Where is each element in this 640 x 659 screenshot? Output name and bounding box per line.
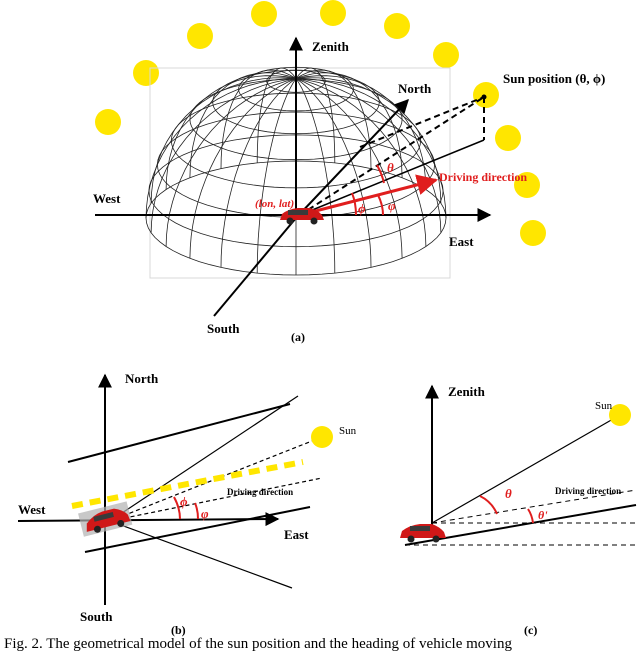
sun-icon [311,426,333,448]
sun-position-label: Sun position (θ, ϕ) [503,71,605,86]
yellow-sun-band [71,459,304,509]
longitude-meridian [295,78,442,233]
east-label: East [449,234,474,249]
longitude-meridian [150,77,297,204]
theta-label: θ [387,160,394,175]
east-label: East [284,527,309,542]
car-icon [78,501,133,537]
sun-icon [133,60,159,86]
driving-direction-dashed [109,477,323,522]
longitude-meridian [295,78,427,247]
south-label: South [207,321,240,336]
sun-icon [473,82,499,108]
sun-icon [187,23,213,49]
road-line [84,506,311,553]
north-axis [295,98,409,219]
driving-direction-arrow [299,174,439,217]
road-line [67,403,291,463]
phi-label: ϕ [358,201,366,216]
longitude-meridian [220,78,297,268]
driving-direction-label: Driving direction [227,487,293,497]
sun-icon [433,42,459,68]
longitude-meridian [189,72,297,178]
driving-direction-label: Driving direction [555,486,621,496]
west-east-axis-b [17,512,280,527]
varphi-label: φ [388,198,396,213]
longitude-meridian [189,78,297,259]
north-label: North [125,371,159,386]
sun-label: Sun [595,400,613,412]
panel-a-label: (a) [291,330,305,344]
sight-line [109,520,293,589]
north-label: North [398,81,432,96]
theta-arc-c [479,495,498,515]
longitude-meridian [295,67,336,163]
longitude-meridian [145,78,297,219]
zenith-label: Zenith [448,384,486,399]
longitude-meridian [295,78,447,219]
sun-icon [495,125,521,151]
longitude-meridian [150,78,297,233]
panel-a: Zenith North Sun position (θ, ϕ) West Ea… [93,0,605,344]
phi-arc-b [173,496,181,520]
hemisphere-grid [145,66,447,276]
longitude-meridian [165,75,297,190]
longitude-meridian [256,78,297,274]
figure-caption: Fig. 2. The geometrical model of the sun… [4,636,512,652]
frame-box [149,67,451,279]
longitude-meridian [295,78,372,268]
longitude-meridian [295,78,403,259]
west-label: West [18,502,46,517]
sun-icon [384,13,410,39]
heading-line-c [404,504,637,546]
varphi-arc-b [194,502,199,520]
panel-c: Zenith Sun Driving direction θ θ' (c) [400,384,637,637]
driving-direction-label: Driving direction [439,170,527,184]
sun-ray [299,96,485,216]
longitude-meridian [256,67,297,163]
west-label: West [93,191,121,206]
sun-ray-c [431,414,621,524]
longitude-meridian [220,69,297,169]
sun-icon [320,0,346,26]
theta-prime-arc-c [527,508,534,524]
phi-arc [351,192,357,216]
sun-projection-top [359,96,485,148]
longitude-meridian [295,69,372,169]
lon-lat-label: (lon, lat) [255,198,294,210]
longitude-meridian [165,78,297,247]
sun-icon [95,109,121,135]
sun-icon [251,1,277,27]
sun-icon [514,172,540,198]
varphi-label: φ [201,506,209,521]
sun-icon [609,404,631,426]
varphi-arc [377,194,384,216]
sun-ground-projection [299,139,485,216]
theta-prime-label: θ' [538,508,548,522]
zenith-label: Zenith [312,39,350,54]
theta-arc [376,164,385,184]
theta-label: θ [505,486,512,501]
car-icon [280,208,324,225]
sun-arc [95,0,546,246]
phi-label: ϕ [180,494,188,509]
sight-line [109,395,299,522]
panel-b: North West East South Sun Driving direct… [17,371,357,637]
panel-b-label: (b) [171,623,186,637]
sun-icon [520,220,546,246]
south-axis [213,217,297,317]
longitude-meridian [295,75,427,190]
sun-position-point [481,94,487,100]
car-icon [400,524,446,543]
driving-direction-dashed-c [431,489,637,524]
longitude-meridian [295,78,336,274]
sun-label: Sun [339,425,357,437]
south-label: South [80,609,113,624]
panel-c-label: (c) [524,623,537,637]
figure-canvas: Zenith North Sun position (θ, ϕ) West Ea… [17,0,637,637]
